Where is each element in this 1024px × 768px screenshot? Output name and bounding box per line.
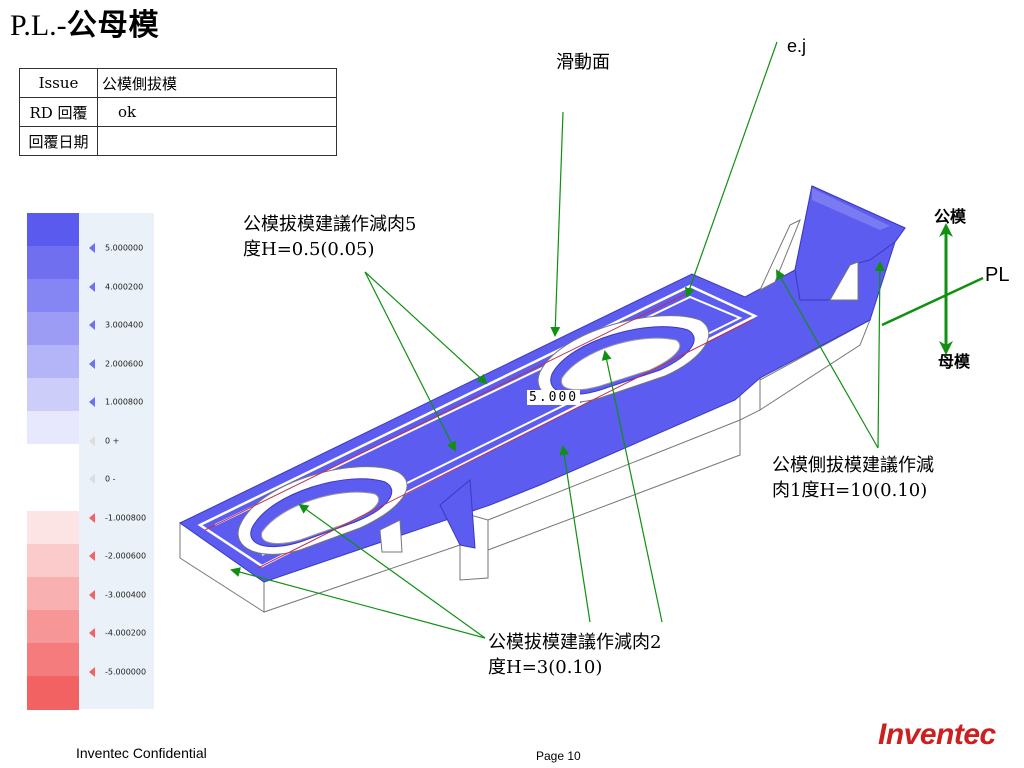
part-edge-lines (204, 291, 753, 569)
label-line: 公模拔模建議作減肉5 (243, 214, 417, 235)
legend-tick-label: -2.000600 (105, 551, 147, 561)
legend-color-band (27, 477, 79, 512)
label-pl: PL (985, 264, 1010, 286)
table-row: 回覆日期 (19, 126, 337, 156)
label-ej: e.j (787, 36, 807, 56)
label-draft-5: 公模拔模建議作減肉5 度H=0.5(0.05) (243, 212, 416, 262)
legend-color-band (27, 510, 79, 545)
legend-tick-label: 3.000400 (105, 320, 144, 330)
legend-tick-label: 0 - (105, 474, 116, 484)
legend-marker-icon (89, 358, 95, 369)
legend-marker-icon (89, 666, 95, 677)
dimension-label: 5.000 (527, 390, 581, 405)
legend-tick: 0 + (89, 435, 120, 446)
legend-color-band (27, 642, 79, 677)
legend-marker-icon (89, 512, 95, 523)
legend-color-band (27, 444, 79, 479)
legend-marker-icon (89, 281, 95, 292)
legend-color-band (27, 576, 79, 611)
legend-marker-icon (89, 320, 95, 330)
legend-color-band (27, 378, 79, 413)
table-cell-value: ok (97, 97, 337, 127)
leader-lines (230, 41, 885, 639)
legend-tick: 5.000000 (89, 243, 143, 253)
legend-tick-label: 5.000000 (105, 243, 144, 253)
legend-marker-icon (89, 589, 95, 600)
legend-marker-icon (89, 551, 95, 561)
page-number: Page 10 (536, 749, 581, 763)
table-cell-label: RD 回覆 (19, 97, 98, 127)
legend-color-band (27, 543, 79, 578)
legend-tick: -4.000200 (89, 628, 146, 638)
legend-tick-label: -5.000000 (105, 667, 147, 676)
legend-tick: 3.000400 (89, 320, 143, 330)
table-cell-label: Issue (19, 68, 98, 98)
legend-tick-label: -1.000800 (105, 513, 147, 522)
label-line: 度H=0.5(0.05) (243, 239, 375, 260)
label-line: 肉1度H=10(0.10) (772, 480, 928, 501)
label-line: 度H=3(0.10) (488, 657, 603, 678)
legend-tick-label: 0 + (105, 436, 120, 445)
table-row: RD 回覆 ok (19, 97, 337, 127)
legend-tick: -2.000600 (89, 551, 146, 561)
legend-marker-icon (89, 243, 95, 253)
legend-marker-icon (89, 435, 95, 446)
legend-tick: -3.000400 (89, 589, 147, 600)
legend-color-band (27, 246, 79, 281)
inventec-logo: Inventec (878, 718, 996, 751)
legend-marker-icon (89, 474, 95, 484)
parting-line-indicator (881, 223, 984, 355)
legend-color-band (27, 279, 79, 314)
legend-marker-icon (89, 397, 95, 407)
legend-tick-label: 2.000600 (105, 359, 144, 368)
label-core-side: 公模 (934, 207, 967, 226)
title-prefix: P.L.- (10, 9, 67, 42)
label-line: 公模拔模建議作減肉2 (488, 632, 662, 653)
legend-tick-label: 1.000800 (105, 397, 144, 407)
legend-color-band (27, 675, 79, 710)
issue-table: Issue 公模側拔模 RD 回覆 ok 回覆日期 (19, 68, 337, 156)
part-pockets (197, 284, 758, 568)
legend-color-band (27, 345, 79, 380)
legend-color-band (27, 312, 79, 347)
legend-tick: 4.000200 (89, 281, 144, 292)
pocket-left (237, 466, 408, 555)
legend-tick-label: -3.000400 (105, 590, 147, 599)
legend-tick: -5.000000 (89, 666, 147, 677)
label-line: 公模側拔模建議作減 (772, 455, 934, 476)
legend-tick-label: -4.000200 (105, 628, 147, 638)
draft-angle-legend: 5.000000 4.000200 3.000400 2.000600 1.000800… (27, 213, 154, 710)
legend-color-band (27, 213, 79, 247)
title-cjk: 公母模 (66, 8, 160, 43)
page-title: P.L.-公母模 (10, 8, 160, 44)
legend-color-band (27, 609, 79, 644)
legend-color-band (27, 411, 79, 446)
label-cavity-side: 母模 (938, 352, 971, 371)
legend-tick: -1.000800 (89, 512, 147, 523)
legend-tick: 0 - (89, 474, 116, 484)
legend-tick: 2.000600 (89, 358, 144, 369)
legend-tick-label: 4.000200 (105, 282, 144, 291)
footer-confidential: Inventec Confidential (76, 745, 207, 761)
label-draft-2: 公模拔模建議作減肉2 度H=3(0.10) (488, 630, 661, 680)
table-cell-value (97, 126, 337, 156)
label-sliding-surface: 滑動面 (556, 52, 610, 73)
label-side-draft: 公模側拔模建議作減 肉1度H=10(0.10) (772, 453, 934, 503)
legend-tick: 1.000800 (89, 397, 143, 407)
legend-marker-icon (89, 628, 95, 638)
